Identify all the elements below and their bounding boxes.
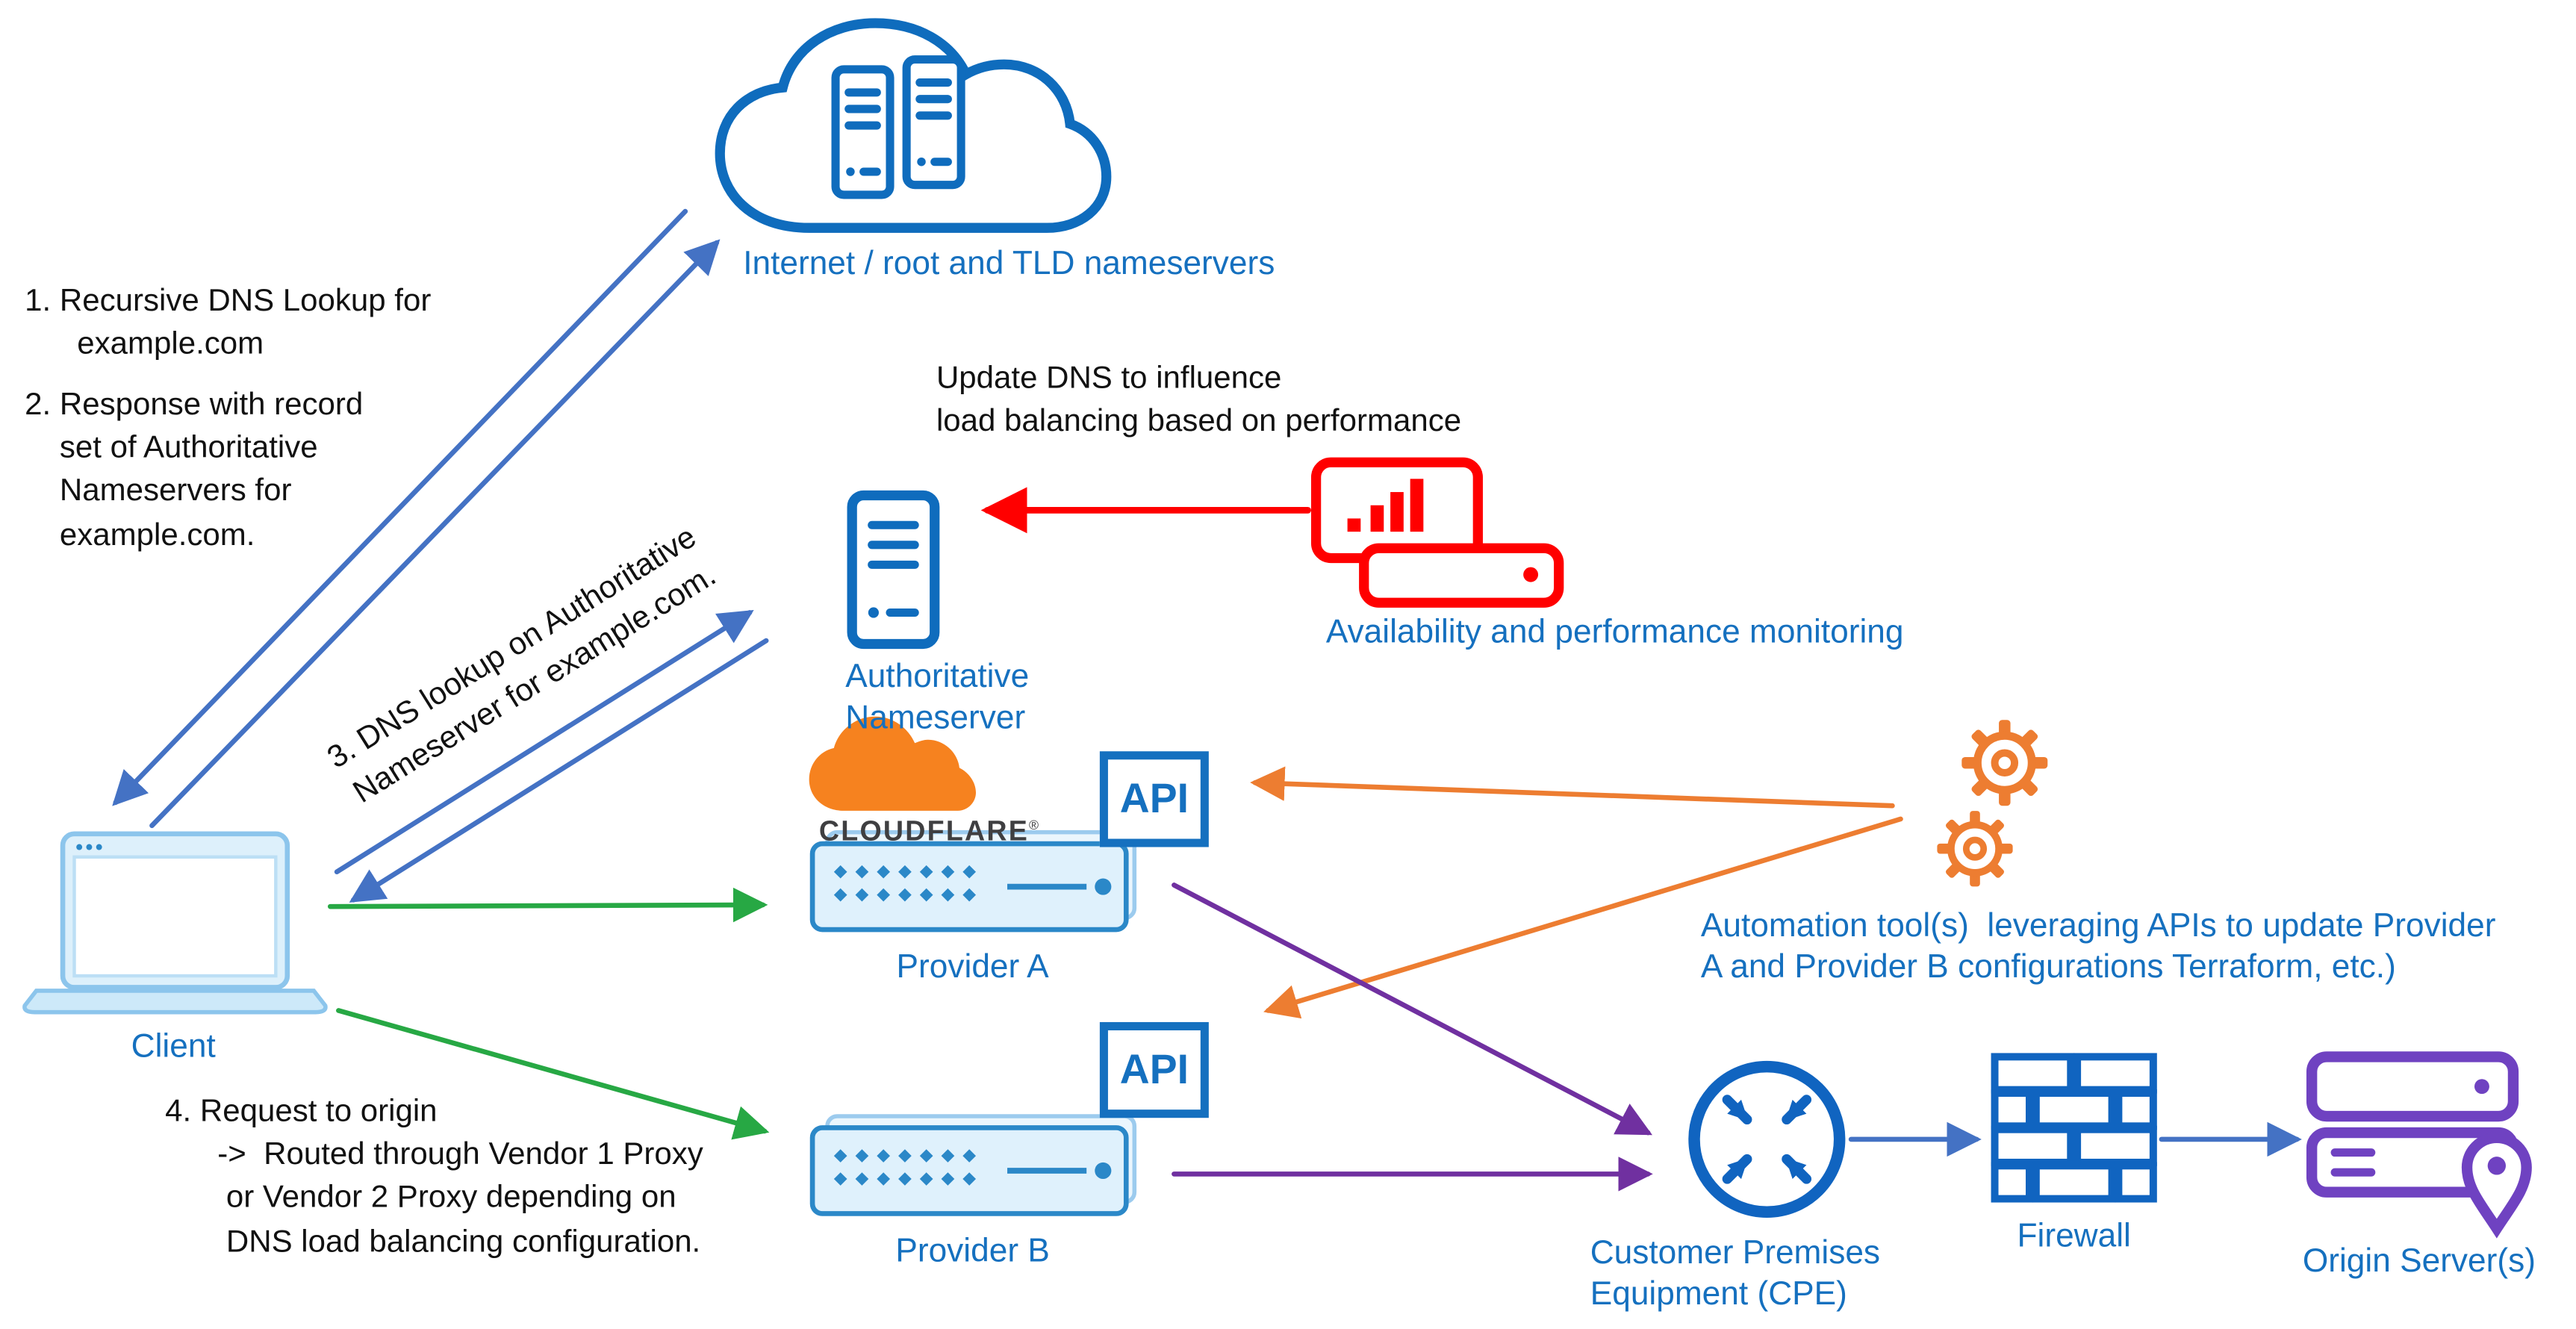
authoritative-nameserver-label: Authoritative Nameserver xyxy=(845,659,1030,737)
note-step4: 4. Request to origin -> Routed through V… xyxy=(165,1095,703,1260)
arrow-lookup-to-authoritative-ns xyxy=(334,609,754,875)
bar-chart-icon xyxy=(1347,479,1424,532)
monitoring-label: Availability and performance monitoring xyxy=(1325,614,1904,651)
cpe-label: Customer Premises Equipment (CPE) xyxy=(1590,1235,1881,1313)
internet-label: Internet / root and TLD nameservers xyxy=(743,246,1275,283)
note-step1: 1. Recursive DNS Lookup for example.com xyxy=(25,284,432,362)
cpe-router-icon xyxy=(1688,1060,1846,1218)
arrow-recursive-lookup-to-internet xyxy=(149,239,721,829)
arrow-client-to-provider-a xyxy=(327,887,768,923)
client-laptop-icon xyxy=(22,831,328,1015)
automation-gear-icon-2 xyxy=(1937,811,2012,886)
arrow-response-from-authoritative-ns xyxy=(349,638,769,903)
arrow-client-to-provider-b xyxy=(336,1008,770,1140)
provider-b-api-box: API xyxy=(1099,1021,1209,1118)
monitoring-icon xyxy=(1310,457,1564,608)
provider-b-appliance-icon xyxy=(812,1116,1134,1213)
note-step2: 2. Response with record set of Authorita… xyxy=(25,388,364,553)
registered-mark: ® xyxy=(1029,818,1041,833)
automation-label: Automation tool(s) leveraging APIs to up… xyxy=(1700,908,2496,986)
root-nameserver-racks-icon xyxy=(831,55,965,199)
provider-b-api-label: API xyxy=(1119,1046,1189,1092)
cloudflare-wordmark: CLOUDFLARE® xyxy=(819,816,1083,849)
provider-b-label: Provider B xyxy=(895,1233,1050,1270)
internet-cloud-icon xyxy=(715,18,1112,233)
cloudflare-wordmark-text: CLOUDFLARE xyxy=(818,815,1030,847)
location-pin-icon xyxy=(2461,1132,2532,1239)
automation-gear-icon-1 xyxy=(1961,720,2047,806)
note-update-dns: Update DNS to influence load balancing b… xyxy=(936,361,1462,440)
firewall-label: Firewall xyxy=(2017,1218,2131,1255)
origin-server-icon xyxy=(2306,1051,2532,1239)
provider-a-api-box: API xyxy=(1099,751,1209,847)
origin-label: Origin Server(s) xyxy=(2302,1243,2536,1280)
arrow-dns-response-to-client xyxy=(112,208,688,806)
arrow-automation-to-api-a xyxy=(1250,766,1895,809)
provider-a-label: Provider A xyxy=(896,949,1049,986)
client-label: Client xyxy=(131,1028,216,1065)
firewall-icon xyxy=(1991,1053,2157,1203)
provider-a-api-label: API xyxy=(1119,775,1189,822)
authoritative-nameserver-icon xyxy=(847,490,940,650)
arrow-automation-to-api-b xyxy=(1263,816,1903,1019)
cloudflare-logo-cloud-icon xyxy=(809,716,977,811)
arrow-provider-a-to-cpe xyxy=(1172,883,1652,1136)
